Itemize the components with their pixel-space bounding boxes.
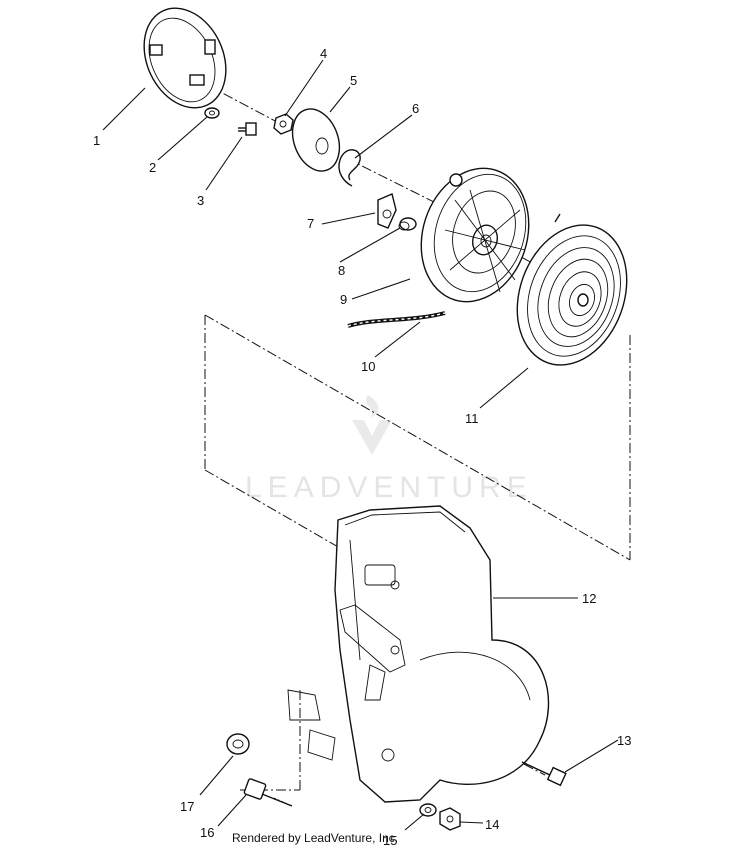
callout-labels: 1 2 3 4 5 6 7 8 9 10 11 12 13 14 15 16 1… [93,46,631,848]
leader-lines [102,59,619,831]
callout-9: 9 [340,292,347,307]
callout-7: 7 [307,216,314,231]
callout-3: 3 [197,193,204,208]
bolt-part-16 [243,778,293,807]
blower-housing-part-12 [287,505,550,803]
bolt-part-3 [238,122,257,136]
callout-15: 15 [383,833,397,848]
long-bolt-part-13 [521,761,567,787]
callout-8: 8 [338,263,345,278]
starter-cup-part-1 [143,7,227,109]
watermark-logo [352,395,392,455]
washer-part-15 [419,803,437,817]
nut-part-14 [439,807,461,831]
nut-part-17 [226,733,250,755]
callout-4: 4 [320,46,327,61]
callout-13: 13 [617,733,631,748]
callout-14: 14 [485,817,499,832]
callout-12: 12 [582,591,596,606]
washer-part-2 [204,107,220,119]
render-credit: Rendered by LeadVenture, Inc. [232,831,399,845]
callout-10: 10 [361,359,375,374]
callout-2: 2 [149,160,156,175]
spring-clip-part-6 [338,149,361,187]
starter-rope-part-10 [347,311,446,328]
callout-6: 6 [412,101,419,116]
pulley-plate-part-5 [291,108,341,172]
callout-1: 1 [93,133,100,148]
recoil-spring-part-11 [516,213,628,366]
rope-pulley-part-9 [420,167,530,303]
pawl-part-7 [377,193,397,229]
callout-5: 5 [350,73,357,88]
bushing-part-8 [398,217,417,231]
watermark-text: LEADVENTURE [245,471,533,504]
callout-17: 17 [180,799,194,814]
callout-16: 16 [200,825,214,840]
callout-11: 11 [465,411,479,426]
nut-part-4 [273,113,294,135]
